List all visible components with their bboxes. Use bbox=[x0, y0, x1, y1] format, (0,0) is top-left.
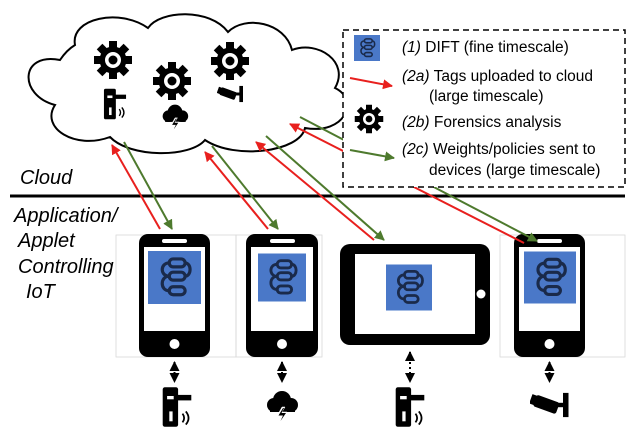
gear-icon bbox=[153, 62, 191, 100]
gear-icon bbox=[94, 41, 132, 79]
door-lock-icon bbox=[394, 386, 426, 428]
app-label-line2: Applet bbox=[18, 230, 75, 252]
svg-text:(2c) Weights/policies sent to: (2c) Weights/policies sent to bbox=[402, 141, 596, 158]
door-lock-icon bbox=[161, 386, 193, 428]
cloud-label: Cloud bbox=[20, 167, 73, 189]
download-arrows bbox=[123, 116, 538, 242]
app-label-line1: Application/ bbox=[14, 205, 118, 227]
dift-icon bbox=[386, 262, 432, 313]
legend-item2a-text-2: (large timescale) bbox=[429, 88, 544, 105]
dift-icon bbox=[352, 35, 382, 61]
legend-item2b-num: (2b) bbox=[402, 114, 430, 131]
download-arrow-icon bbox=[349, 149, 395, 162]
dift-icon bbox=[258, 251, 306, 304]
iot-links bbox=[169, 351, 555, 383]
weather-icon bbox=[266, 390, 299, 424]
app-label-line3: Controlling bbox=[18, 256, 114, 278]
gear-icon bbox=[354, 104, 384, 134]
dift-icon bbox=[524, 251, 576, 304]
legend-item2c-text-2: devices (large timescale) bbox=[429, 162, 600, 179]
legend-item1-num: (1) bbox=[402, 39, 421, 56]
svg-text:(1) DIFT (fine timescale): (1) DIFT (fine timescale) bbox=[402, 39, 569, 56]
camera-icon bbox=[530, 392, 569, 418]
upload-arrow-icon bbox=[349, 77, 393, 90]
dift-icon bbox=[148, 251, 201, 304]
legend-item2a-text: Tags uploaded to cloud bbox=[434, 68, 593, 85]
legend: (1) DIFT (fine timescale) (2a) Tags uplo… bbox=[342, 29, 626, 188]
svg-text:(2a) Tags uploaded to cloud: (2a) Tags uploaded to cloud bbox=[402, 68, 593, 85]
legend-item2c-text: Weights/policies sent to bbox=[433, 141, 596, 158]
legend-item2b-text: Forensics analysis bbox=[434, 114, 562, 131]
legend-item2c-num: (2c) bbox=[402, 141, 429, 158]
gear-icon bbox=[211, 42, 249, 80]
svg-text:(2b) Forensics analysis: (2b) Forensics analysis bbox=[402, 114, 562, 131]
legend-item2a-num: (2a) bbox=[402, 68, 430, 85]
legend-item1-text: DIFT (fine timescale) bbox=[425, 39, 569, 56]
app-label-line4: IoT bbox=[26, 281, 55, 303]
